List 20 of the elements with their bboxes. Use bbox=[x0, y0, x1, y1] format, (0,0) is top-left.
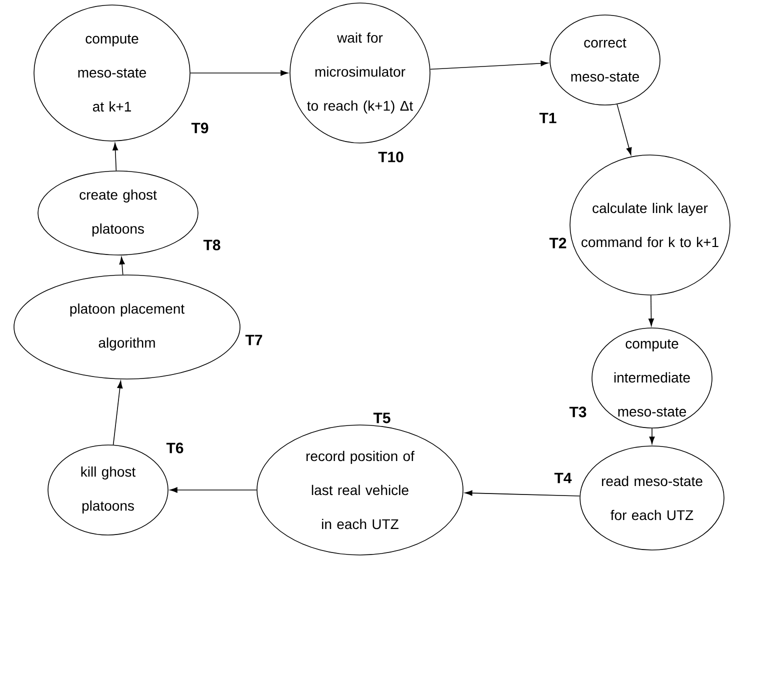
arrow bbox=[112, 142, 118, 172]
arrow bbox=[649, 428, 655, 444]
step-label: T2 bbox=[549, 238, 566, 248]
step-label: T9 bbox=[191, 122, 208, 134]
step-label: T10 bbox=[378, 152, 404, 162]
step-label: T4 bbox=[554, 472, 572, 484]
arrow bbox=[190, 70, 288, 76]
arrow bbox=[464, 490, 580, 496]
step-label: T8 bbox=[203, 240, 220, 250]
step-label: T1 bbox=[539, 112, 556, 124]
arrow bbox=[119, 256, 125, 276]
arrow bbox=[430, 60, 548, 70]
arrow bbox=[112, 380, 123, 446]
step-label: T6 bbox=[166, 442, 184, 454]
arrow bbox=[170, 487, 257, 493]
arrow bbox=[648, 294, 654, 326]
step-label: T5 bbox=[373, 412, 390, 424]
arrow bbox=[616, 104, 632, 156]
step-label: T3 bbox=[569, 406, 586, 418]
step-label: T7 bbox=[245, 334, 262, 346]
